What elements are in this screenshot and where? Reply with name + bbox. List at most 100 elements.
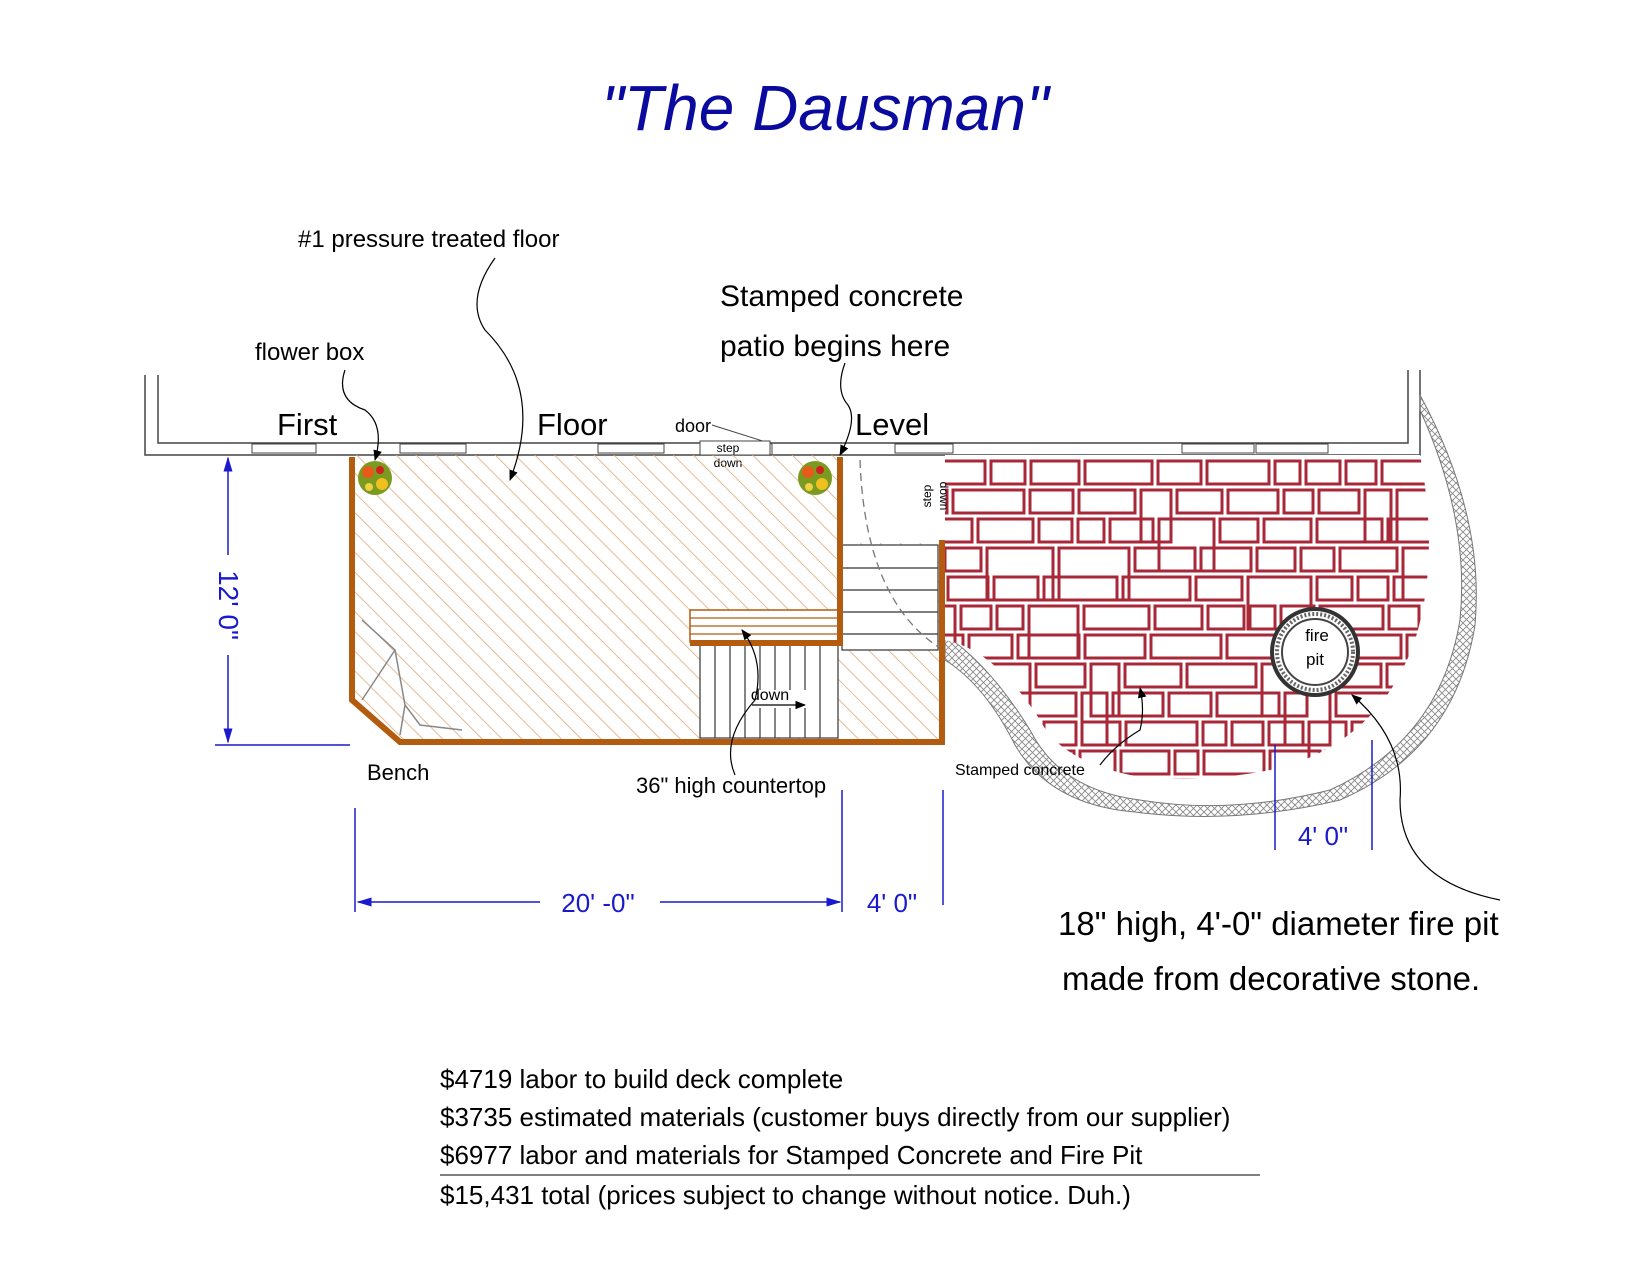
stamp-stone [1218, 517, 1260, 544]
pit-label: pit [1306, 650, 1324, 669]
stamp-stone [1082, 604, 1151, 631]
stamp-stone [1386, 517, 1429, 544]
stamp-stone [1373, 778, 1405, 779]
stamp-stone [1124, 720, 1199, 747]
stamp-stone [1202, 749, 1266, 776]
stamped-concrete-label: Stamped concrete [955, 762, 1085, 779]
flower-box-label: flower box [255, 339, 364, 366]
stamp-stone [945, 604, 957, 660]
stamp-stone [1028, 488, 1075, 515]
stamp-stone [945, 459, 987, 486]
stamp-stone [1016, 633, 1081, 660]
deck-outline [349, 457, 945, 745]
stamp-stone [1083, 459, 1154, 486]
stamp-stone [1248, 604, 1277, 631]
pressure-floor-label: #1 pressure treated floor [298, 226, 559, 253]
stamp-stone [1317, 488, 1361, 515]
stamp-stone [976, 517, 1035, 544]
stamp-stone [1392, 575, 1429, 602]
stamp-stone [1173, 749, 1200, 776]
stamp-stone [1206, 604, 1246, 631]
first-label: First [277, 407, 338, 442]
stamp-stone [1121, 575, 1192, 602]
stamp-stone [1299, 546, 1336, 573]
stamp-stone [945, 517, 974, 544]
stamp-stone [1185, 662, 1258, 689]
stamp-stone [1037, 517, 1074, 544]
stamp-stone [1083, 633, 1147, 660]
dimension-height [215, 456, 350, 746]
stamp-stone [1156, 459, 1203, 486]
floor-label: Floor [537, 407, 608, 442]
stamp-stone [1139, 488, 1173, 544]
cost-materials: $3735 estimated materials (customer buys… [440, 1102, 1231, 1132]
dimension-height-label: 12' 0" [213, 570, 244, 640]
stamp-stone [989, 459, 1027, 486]
dimension-fire-pit-label: 4' 0" [1298, 821, 1348, 851]
bench [361, 619, 463, 736]
fire-pit-desc-line-2: made from decorative stone. [1062, 960, 1480, 997]
stamp-stone [1273, 459, 1302, 486]
stamp-stone [1315, 517, 1384, 544]
stamp-stone [1080, 720, 1122, 747]
countertop [689, 609, 841, 643]
stamp-stone [1267, 720, 1305, 747]
gravel-border [944, 394, 1477, 817]
stamp-stone [1230, 720, 1265, 747]
stamped-patio-label-1: Stamped concrete [720, 280, 963, 313]
stamp-stone [1133, 546, 1197, 573]
fire-pit: fire pit [1270, 607, 1360, 697]
stamp-stone [1149, 633, 1223, 660]
deck: down [349, 455, 945, 745]
stamp-stone [1380, 459, 1429, 486]
side-steps [841, 544, 939, 651]
stamp-stone [1255, 546, 1297, 573]
stamp-stone [1199, 546, 1253, 573]
level-label: Level [855, 407, 929, 442]
stamp-stone [1215, 691, 1281, 718]
door-label: door [675, 416, 711, 436]
stamp-stone [1205, 459, 1271, 486]
diagram-title: "The Dausman" [601, 72, 1052, 144]
stairs-down-label: down [751, 687, 789, 704]
stamp-stone [967, 633, 1014, 660]
stamp-stone [1425, 749, 1429, 779]
step-label: step [717, 441, 740, 455]
stamp-stone [1089, 662, 1121, 718]
stamp-stone [1324, 749, 1355, 776]
bench-label: Bench [367, 760, 429, 785]
flower-box-right [798, 461, 832, 495]
stamp-stone [1119, 749, 1171, 776]
dimension-fire-pit [1274, 740, 1373, 850]
stamp-stone [1076, 517, 1106, 544]
stamp-stone [1001, 778, 1044, 779]
cost-concrete-firepit: $6977 labor and materials for Stamped Co… [440, 1140, 1143, 1170]
dimension-stairs-label: 4' 0" [867, 888, 917, 918]
stamp-stone [1407, 778, 1429, 779]
stamp-stone [1262, 517, 1313, 544]
stamp-stone [1175, 488, 1224, 515]
stamp-stone [992, 575, 1040, 602]
stamp-stone [1029, 459, 1081, 486]
stamped-patio-label-2: patio begins here [720, 330, 950, 363]
stamp-stone [1167, 691, 1213, 718]
countertop-label: 36" high countertop [636, 773, 826, 798]
fire-pit-desc-line-1: 18" high, 4'-0" diameter fire pit [1058, 905, 1499, 942]
flower-box-left [358, 461, 392, 495]
stamp-stone [1315, 575, 1354, 602]
stamp-stone [1153, 604, 1204, 631]
stamp-stone [1194, 575, 1244, 602]
stamp-stone [959, 604, 993, 631]
dimension-width-label: 20' -0" [561, 888, 634, 918]
stamp-stone [1201, 720, 1228, 747]
stamp-stone [1034, 662, 1087, 689]
stamp-stone [951, 488, 1026, 515]
stamp-stone [1338, 546, 1399, 573]
stamp-stone [946, 778, 999, 779]
stamp-stone [1077, 488, 1137, 515]
stamp-stone [1387, 604, 1421, 631]
stamp-stone [1226, 488, 1280, 515]
step-side-label: step [920, 484, 934, 507]
stamp-stone [946, 575, 990, 602]
